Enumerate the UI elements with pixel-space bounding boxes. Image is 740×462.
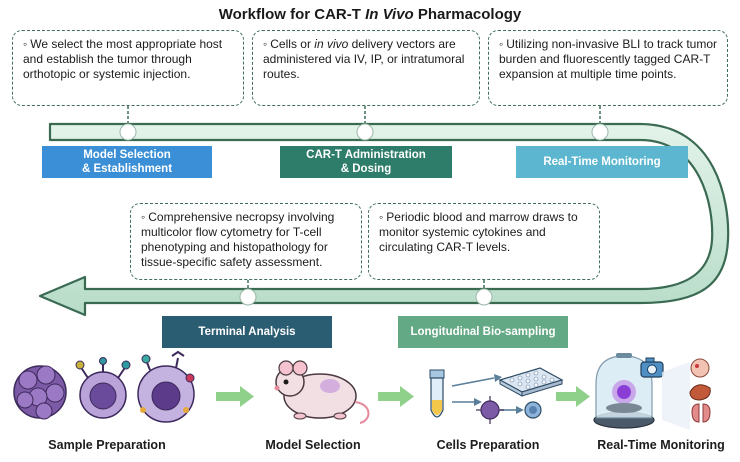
bottom-connectors — [239, 280, 493, 306]
stage-label-real-time-monitoring: Real-Time Monitoring — [516, 146, 688, 178]
stromal-cell-icon — [137, 350, 195, 423]
info-box-terminal-analysis: ◦Comprehensive necropsy involving multic… — [130, 203, 362, 280]
t-cell-icon — [476, 396, 542, 424]
stage-label-car-t-administration: CAR-T Administration & Dosing — [280, 146, 452, 178]
dendritic-cell-icon — [75, 357, 131, 419]
flow-band-path — [38, 122, 730, 317]
step-arrow-2 — [378, 386, 414, 407]
bullet-icon: ◦ — [23, 37, 28, 51]
stage-label-model-selection: Model Selection & Establishment — [42, 146, 212, 178]
test-tube-icon — [429, 369, 445, 418]
bullet-icon: ◦ — [141, 210, 146, 224]
step-label-cells-preparation: Cells Preparation — [436, 438, 540, 452]
camera-icon — [640, 357, 664, 378]
page-title: Workflow for CAR-T In Vivo Pharmacology — [218, 6, 522, 23]
info-box-car-t-administration: ◦Cells or in vivo delivery vectors are a… — [252, 30, 480, 106]
step-label-model-selection: Model Selection — [265, 438, 361, 452]
mouse-icon — [274, 360, 370, 424]
cancer-cell-icon — [13, 365, 67, 420]
stage-label-terminal-analysis: Terminal Analysis — [162, 316, 332, 348]
info-box-longitudinal-biosampling: ◦Periodic blood and marrow draws to moni… — [368, 203, 600, 280]
bullet-icon: ◦ — [263, 37, 268, 51]
step-label-sample-preparation: Sample Preparation — [48, 438, 166, 452]
cells-flow-arrows — [451, 374, 524, 414]
stage-label-longitudinal-biosampling: Longitudinal Bio-sampling — [398, 316, 568, 348]
step-arrow-3 — [556, 386, 590, 407]
bullet-icon: ◦ — [499, 37, 504, 51]
info-box-real-time-monitoring: ◦Utilizing non-invasive BLI to track tum… — [488, 30, 728, 106]
bullet-icon: ◦ — [379, 210, 384, 224]
well-plate-icon — [498, 367, 564, 397]
imaging-chamber-icon — [593, 353, 655, 429]
info-box-model-selection: ◦We select the most appropriate host and… — [12, 30, 244, 106]
step-arrow-1 — [216, 386, 254, 407]
step-label-real-time-monitoring: Real-Time Monitoring — [597, 438, 725, 452]
top-connectors — [119, 106, 609, 141]
organs-icon — [662, 358, 711, 430]
